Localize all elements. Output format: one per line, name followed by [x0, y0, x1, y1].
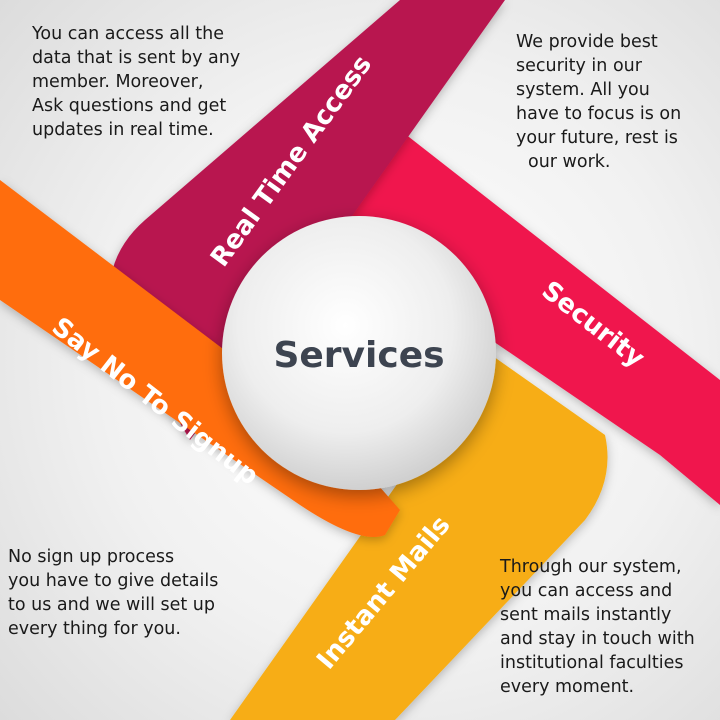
- band-security: [270, 118, 720, 505]
- description-line: every thing for you.: [8, 619, 181, 639]
- description-line: your future, rest is: [516, 128, 678, 148]
- description-security: We provide best security in our system. …: [516, 30, 720, 174]
- band-real-time-access: [109, 0, 505, 440]
- description-line: updates in real time.: [32, 120, 214, 140]
- description-line: have to focus is on: [516, 104, 682, 124]
- description-line: You can access all the: [32, 24, 224, 44]
- description-say-no-to-signup: No sign up process you have to give deta…: [8, 545, 258, 641]
- description-line: No sign up process: [8, 547, 175, 567]
- description-line: and stay in touch with: [500, 629, 695, 649]
- description-line: our work.: [528, 152, 611, 172]
- description-line: member. Moreover,: [32, 72, 204, 92]
- description-line: We provide best: [516, 32, 658, 52]
- description-line: to us and we will set up: [8, 595, 216, 615]
- description-line: you have to give details: [8, 571, 219, 591]
- band-real-time-access-shape: [109, 0, 505, 440]
- description-real-time-access: You can access all the data that is sent…: [32, 22, 272, 142]
- description-line: system. All you: [516, 80, 650, 100]
- band-security-shape: [270, 118, 720, 505]
- band-instant-mails: [230, 340, 608, 720]
- description-instant-mails: Through our system, you can access and s…: [500, 555, 720, 699]
- center-title: Services: [273, 335, 444, 376]
- description-line: data that is sent by any: [32, 48, 241, 68]
- center-disc: [222, 216, 496, 490]
- description-line: every moment.: [500, 677, 635, 697]
- description-line: Through our system,: [500, 557, 682, 577]
- band-instant-mails-shape: [230, 340, 608, 720]
- description-line: sent mails instantly: [500, 605, 672, 625]
- description-line: Ask questions and get: [32, 96, 227, 116]
- description-line: security in our: [516, 56, 642, 76]
- description-line: institutional faculties: [500, 653, 684, 673]
- description-line: you can access and: [500, 581, 673, 601]
